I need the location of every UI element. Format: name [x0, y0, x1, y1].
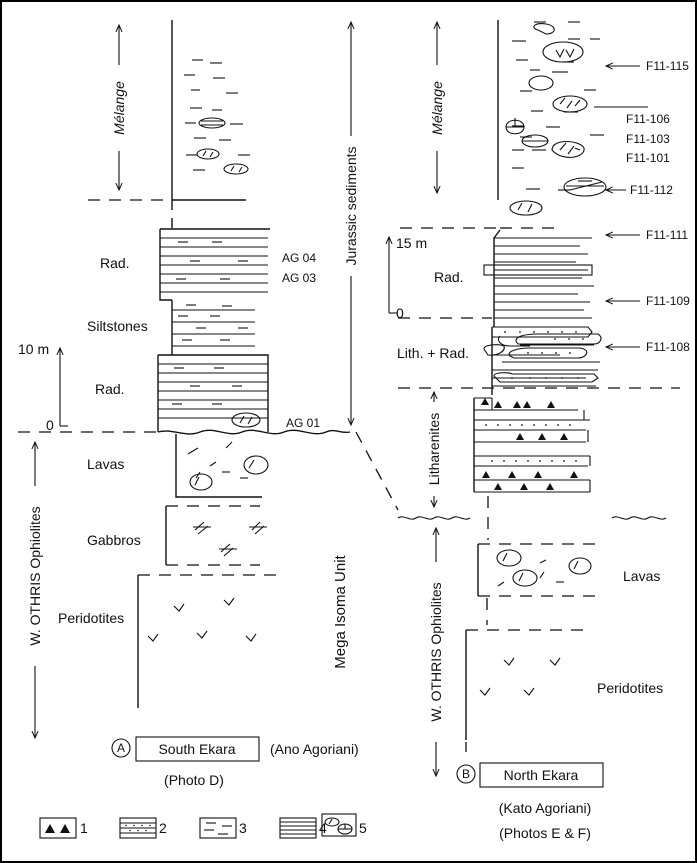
south-gabbros: [165, 505, 267, 566]
north-peridotites: [465, 629, 588, 740]
south-lavas: [175, 434, 269, 498]
south-ophiolites-label: W. OTHRIS Ophiolites: [27, 506, 43, 645]
north-melange-blocks: [505, 23, 607, 216]
north-ophiolites-label: W. OTHRIS Ophiolites: [428, 582, 444, 721]
south-lavas-label: Lavas: [87, 456, 124, 472]
north-circle-badge: [456, 764, 476, 784]
sample-f11-109: F11-109: [646, 294, 690, 308]
south-photo: (Photo D): [164, 772, 224, 788]
north-litharenites-label: Litharenites: [426, 413, 442, 485]
north-name-box: [479, 762, 604, 788]
legend-label-3: 3: [239, 820, 247, 836]
north-lith-rad-label: Lith. + Rad.: [397, 345, 469, 361]
legend-item-2: 2: [119, 817, 167, 839]
north-lith-rad: [483, 326, 602, 395]
south-upper-radiolarite: [159, 228, 270, 301]
sample-f11-106: F11-106: [626, 112, 670, 126]
north-column: Mélange: [355, 20, 690, 841]
north-circle-letter: B: [462, 767, 470, 781]
north-place: (Kato Agoriani): [499, 800, 592, 816]
sample-f11-111: F11-111: [646, 228, 688, 242]
sample-ag03: AG 03: [282, 271, 316, 285]
south-melange-blocks: [196, 117, 249, 175]
north-sample-labels: F11-115 F11-106 F11-103 F11-101 F11-112 …: [606, 59, 690, 354]
legend-label-2: 2: [159, 820, 167, 836]
north-peridotites-label: Peridotites: [597, 680, 663, 696]
south-melange-label: Mélange: [111, 81, 127, 135]
north-photo: (Photos E & F): [499, 825, 591, 841]
north-name: North Ekara: [504, 767, 579, 783]
south-column: Mélange Jurassic sediments Mega Isoma Un…: [18, 20, 361, 788]
north-rad-label: Rad.: [434, 269, 464, 285]
south-siltstones: [171, 300, 268, 356]
south-circle-badge: [111, 738, 131, 758]
mega-isoma-unit-label: Mega Isoma Unit: [332, 554, 349, 668]
sample-ag04: AG 04: [282, 251, 316, 265]
south-lower-radiolarite: [157, 354, 269, 432]
south-scale-top: 10 m: [18, 341, 49, 357]
south-melange-unit: [171, 20, 250, 201]
south-siltstones-label: Siltstones: [87, 318, 148, 334]
north-litharenite-triangles: [481, 398, 578, 490]
sample-f11-103: F11-103: [626, 132, 670, 146]
sample-f11-115: F11-115: [646, 59, 689, 73]
north-melange-unit: [497, 20, 648, 216]
jurassic-sediments-label: Jurassic sediments: [343, 146, 359, 265]
south-peridotites: [137, 574, 276, 708]
south-circle-letter: A: [117, 741, 125, 755]
north-melange-label: Mélange: [429, 81, 445, 135]
south-peridotites-label: Peridotites: [58, 610, 124, 626]
south-gabbros-label: Gabbros: [87, 532, 141, 548]
legend-label-5: 5: [359, 820, 367, 836]
north-litharenites: [473, 397, 591, 493]
south-name-box: [135, 736, 260, 762]
legend-item-4: 4: [279, 817, 327, 839]
south-place: (Ano Agoriani): [270, 741, 359, 757]
north-lavas-label: Lavas: [623, 568, 660, 584]
sample-ag01: AG 01: [286, 416, 320, 430]
sample-f11-108: F11-108: [646, 340, 690, 354]
legend-item-3: 3: [199, 817, 247, 839]
south-rad-upper-label: Rad.: [100, 255, 130, 271]
legend: 1 2 3 4 5: [39, 813, 367, 839]
south-scale-zero: 0: [46, 417, 54, 433]
north-radiolarite: [483, 229, 594, 327]
sample-f11-112: F11-112: [630, 183, 673, 197]
south-name: South Ekara: [158, 741, 235, 757]
sample-f11-101: F11-101: [626, 151, 670, 165]
north-lavas: [477, 543, 600, 597]
north-scale-top: 15 m: [396, 235, 427, 251]
south-rad-lower-label: Rad.: [95, 381, 125, 397]
legend-label-4: 4: [319, 820, 327, 836]
legend-item-1: 1: [39, 817, 88, 839]
legend-item-5: 5: [321, 813, 367, 837]
north-scale-zero: 0: [396, 305, 404, 321]
legend-label-1: 1: [80, 820, 88, 836]
